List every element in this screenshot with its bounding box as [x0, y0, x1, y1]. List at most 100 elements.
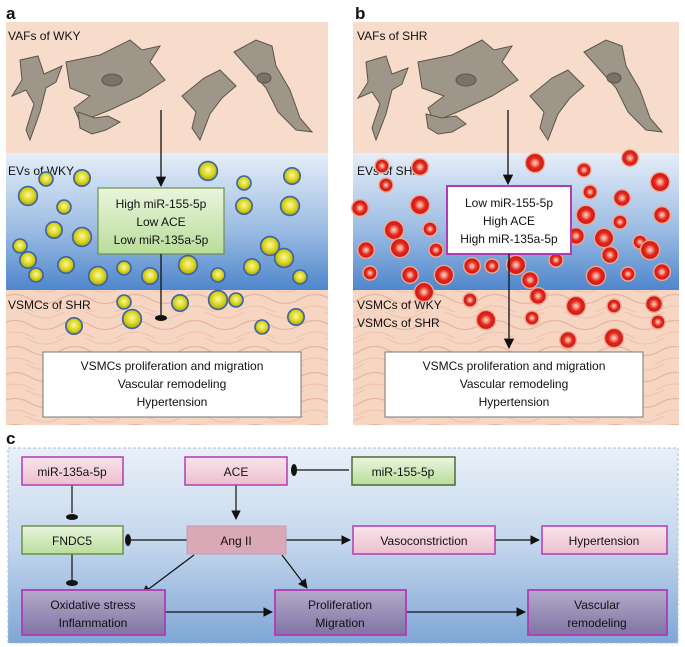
node-fndc5-label: FNDC5	[52, 534, 92, 548]
inhibition-cap-a	[155, 315, 167, 321]
ev-particle-yellow	[273, 247, 295, 269]
ev-particle-red	[401, 266, 420, 285]
ev-particle-red	[521, 271, 540, 290]
ev-particle-yellow	[56, 199, 72, 215]
ev-particle-yellow	[116, 260, 132, 276]
ev-particle-red	[649, 171, 671, 193]
ev-particle-yellow	[279, 195, 301, 217]
outcome-b-line1: VSMCs proliferation and migration	[423, 359, 606, 373]
node-fndc5	[21, 525, 124, 555]
ev-particle-red	[606, 298, 622, 314]
ev-content-a-line3: Low miR-135a-5p	[114, 233, 209, 247]
ev-particle-yellow	[38, 171, 54, 187]
vsmc-label-a: VSMCs of SHR	[8, 298, 91, 312]
node-oxidative-stress	[21, 589, 166, 636]
ev-particle-red	[612, 214, 628, 230]
ev-particle-yellow	[121, 308, 143, 330]
ev-particle-red	[603, 327, 625, 349]
ev-particle-yellow	[44, 221, 63, 240]
node-vascular-remodeling	[527, 589, 668, 636]
panel-c-letter: c	[6, 429, 15, 448]
node-vascular-line2: remodeling	[567, 616, 626, 630]
ev-particle-yellow	[254, 319, 270, 335]
ev-particle-yellow	[17, 185, 39, 207]
outcome-box-a	[42, 351, 302, 418]
panel-c: c miR-135a-5p ACE miR-15	[6, 429, 679, 644]
ev-particle-red	[357, 240, 376, 259]
ev-particle-red	[548, 252, 564, 268]
ev-particle-red	[524, 152, 546, 174]
ev-particle-yellow	[197, 160, 219, 182]
ev-particle-yellow	[116, 294, 132, 310]
node-oxidative-line2: Inflammation	[59, 616, 128, 630]
ev-particle-red	[411, 157, 430, 176]
ev-particle-red	[413, 281, 435, 303]
node-angii-label: Ang II	[220, 534, 251, 548]
node-mir155-label: miR-155-5p	[372, 465, 435, 479]
ev-particle-yellow	[207, 289, 229, 311]
ev-particle-red	[362, 265, 378, 281]
outcome-b-line2: Vascular remodeling	[460, 377, 569, 391]
ev-particle-red	[613, 188, 632, 207]
ev-particle-red	[653, 263, 672, 282]
inhibition-caps-c	[66, 464, 297, 586]
node-vascular-line1: Vascular	[574, 598, 620, 612]
ev-content-a-line1: High miR-155-5p	[116, 197, 207, 211]
ev-particle-red	[383, 219, 405, 241]
ev-particle-yellow	[56, 255, 75, 274]
node-mir135a	[21, 456, 124, 486]
pathway-edges	[71, 469, 540, 617]
ev-particle-red	[529, 287, 548, 306]
ev-particle-yellow	[12, 238, 28, 254]
panel-a-letter: a	[6, 4, 16, 23]
ev-content-b-line3: High miR-135a-5p	[460, 232, 558, 246]
ev-particle-yellow	[18, 251, 37, 270]
edge-angii-oxidative	[141, 554, 195, 595]
ev-particle-yellow	[235, 197, 254, 216]
ev-particle-red	[601, 245, 620, 264]
node-hypertension-label: Hypertension	[569, 534, 640, 548]
ev-particle-yellow	[259, 235, 281, 257]
ev-particle-red	[639, 239, 661, 261]
node-hypertension	[541, 525, 668, 555]
ev-particle-red	[645, 295, 664, 314]
ev-particle-red	[374, 158, 390, 174]
ev-particle-red	[620, 266, 636, 282]
ev-particle-yellow	[65, 316, 84, 335]
node-oxidative-line1: Oxidative stress	[50, 598, 135, 612]
outcome-box-b	[384, 351, 644, 418]
ev-particle-yellow	[28, 267, 44, 283]
ev-particle-yellow	[73, 169, 92, 188]
vsmc-label-b-2: VSMCs of SHR	[357, 316, 440, 330]
node-mir135a-label: miR-135a-5p	[37, 465, 107, 479]
ev-content-a-line2: Low ACE	[136, 215, 185, 229]
outcome-b-line3: Hypertension	[479, 395, 550, 409]
ev-label-b: EVs of SHR	[357, 164, 421, 178]
panel-a: a VAFs of WKY EVs of WKY VSMCs of SHR Hi…	[6, 4, 328, 425]
ev-particle-red	[422, 221, 438, 237]
node-ace-label: ACE	[224, 465, 249, 479]
ev-particle-red	[621, 148, 640, 167]
ev-particle-yellow	[71, 226, 93, 248]
node-mir155	[351, 456, 456, 486]
ev-particles-a	[12, 160, 308, 335]
node-proliferation-line2: Migration	[315, 616, 364, 630]
ev-label-a: EVs of WKY	[8, 164, 74, 178]
ev-particle-yellow	[236, 175, 252, 191]
ev-particle-yellow	[282, 167, 301, 186]
fibroblast-cells-b	[356, 39, 664, 142]
ev-particle-red	[505, 254, 527, 276]
ev-particle-red	[524, 310, 540, 326]
panel-b: b VAFs of SHR EVs of SHR VSMCs of WKY VS…	[351, 4, 679, 425]
ev-particle-yellow	[228, 292, 244, 308]
ev-particle-red	[484, 258, 500, 274]
node-proliferation	[274, 589, 407, 636]
ev-particle-red	[462, 292, 478, 308]
ev-particle-red	[582, 184, 598, 200]
ev-content-box-a	[97, 187, 225, 255]
ev-particle-red	[650, 314, 666, 330]
outcome-a-line1: VSMCs proliferation and migration	[81, 359, 264, 373]
ev-content-b-line2: High ACE	[483, 214, 535, 228]
node-proliferation-line1: Proliferation	[308, 598, 372, 612]
